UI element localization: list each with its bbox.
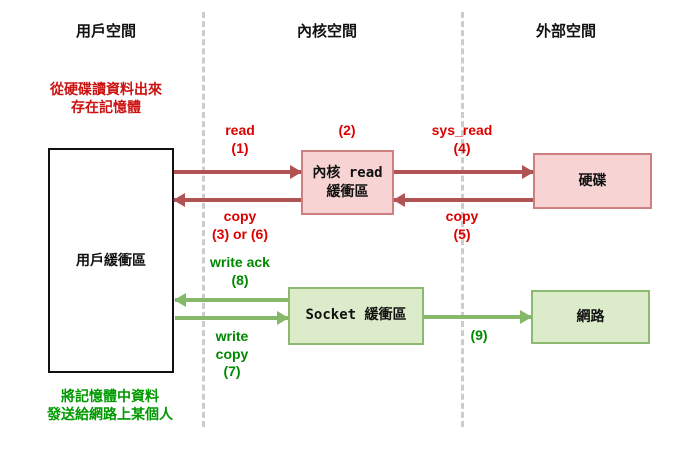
arrow-disk-copy-shaft bbox=[394, 198, 533, 202]
label-read-line-1: (1) bbox=[231, 139, 249, 156]
arrow-disk-copy-head bbox=[393, 193, 405, 207]
caption-send-to-network: 將記憶體中資料發送給網路上某個人 bbox=[47, 387, 173, 423]
label-read-line-0: read bbox=[225, 122, 255, 138]
caption-read-from-disk: 從硬碟讀資料出來存在記憶體 bbox=[50, 80, 162, 116]
arrow-sys-read-shaft bbox=[394, 170, 533, 174]
socket-buffer-box: Socket 緩衝區 bbox=[288, 287, 424, 345]
socket-buffer-box-label: Socket 緩衝區 bbox=[305, 307, 407, 324]
arrow-send-shaft bbox=[424, 315, 531, 319]
label-write-copy-line-2: (7) bbox=[223, 363, 241, 379]
label-sys-read-line-0: sys_read bbox=[431, 122, 493, 138]
arrow-read-shaft bbox=[174, 170, 301, 174]
arrow-sys-read-head bbox=[522, 165, 534, 179]
caption-read-from-disk-line-0: 從硬碟讀資料出來 bbox=[50, 81, 162, 97]
arrow-write-copy-shaft bbox=[175, 316, 288, 320]
label-write-ack: write ack(8) bbox=[210, 254, 270, 289]
caption-send-to-network-line-0: 將記憶體中資料 bbox=[61, 388, 159, 404]
caption-read-from-disk-line-1: 存在記憶體 bbox=[71, 99, 141, 116]
hard-disk-box: 硬碟 bbox=[533, 153, 652, 209]
zone-header-user-space: 用戶空間 bbox=[75, 23, 137, 40]
label-write-copy-line-0: write bbox=[215, 328, 249, 344]
label-step9: (9) bbox=[470, 327, 487, 345]
arrow-write-ack-head bbox=[174, 293, 186, 307]
label-sys-read-line-1: (4) bbox=[453, 139, 471, 156]
arrow-send-head bbox=[520, 310, 532, 324]
caption-send-to-network-line-1: 發送給網路上某個人 bbox=[47, 406, 173, 423]
label-write-ack-line-0: write ack bbox=[210, 254, 270, 270]
arrow-copy-back-head bbox=[173, 193, 185, 207]
label-copy-disk-line-1: (5) bbox=[453, 225, 471, 242]
arrow-write-ack-shaft bbox=[175, 298, 288, 302]
network-box-label: 網路 bbox=[576, 308, 605, 325]
divider-kernel-external bbox=[461, 12, 464, 427]
user-buffer-box-label: 用戶緩衝區 bbox=[76, 251, 146, 268]
arrow-read-head bbox=[290, 165, 302, 179]
label-copy-user: copy(3) or (6) bbox=[212, 208, 268, 243]
label-copy-user-line-1: (3) or (6) bbox=[212, 225, 268, 242]
arrow-write-copy-head bbox=[277, 311, 289, 325]
label-write-ack-line-1: (8) bbox=[231, 271, 249, 288]
network-box: 網路 bbox=[531, 290, 650, 344]
label-step2-line-0: (2) bbox=[338, 122, 356, 138]
label-copy-user-line-0: copy bbox=[223, 208, 257, 224]
label-step9-line-0: (9) bbox=[470, 327, 488, 343]
label-write-copy-line-1: copy bbox=[215, 345, 249, 362]
label-sys-read: sys_read(4) bbox=[432, 122, 493, 157]
hard-disk-box-label: 硬碟 bbox=[578, 172, 607, 189]
label-copy-disk: copy(5) bbox=[446, 208, 479, 243]
zone-header-kernel-space: 內核空間 bbox=[296, 23, 358, 40]
label-copy-disk-line-0: copy bbox=[445, 208, 479, 224]
divider-user-kernel bbox=[202, 12, 205, 427]
label-read: read(1) bbox=[225, 122, 255, 157]
zone-header-external-space: 外部空間 bbox=[535, 23, 597, 40]
user-buffer-box: 用戶緩衝區 bbox=[48, 148, 174, 373]
arrow-copy-back-shaft bbox=[174, 198, 301, 202]
label-step2: (2) bbox=[338, 122, 355, 140]
